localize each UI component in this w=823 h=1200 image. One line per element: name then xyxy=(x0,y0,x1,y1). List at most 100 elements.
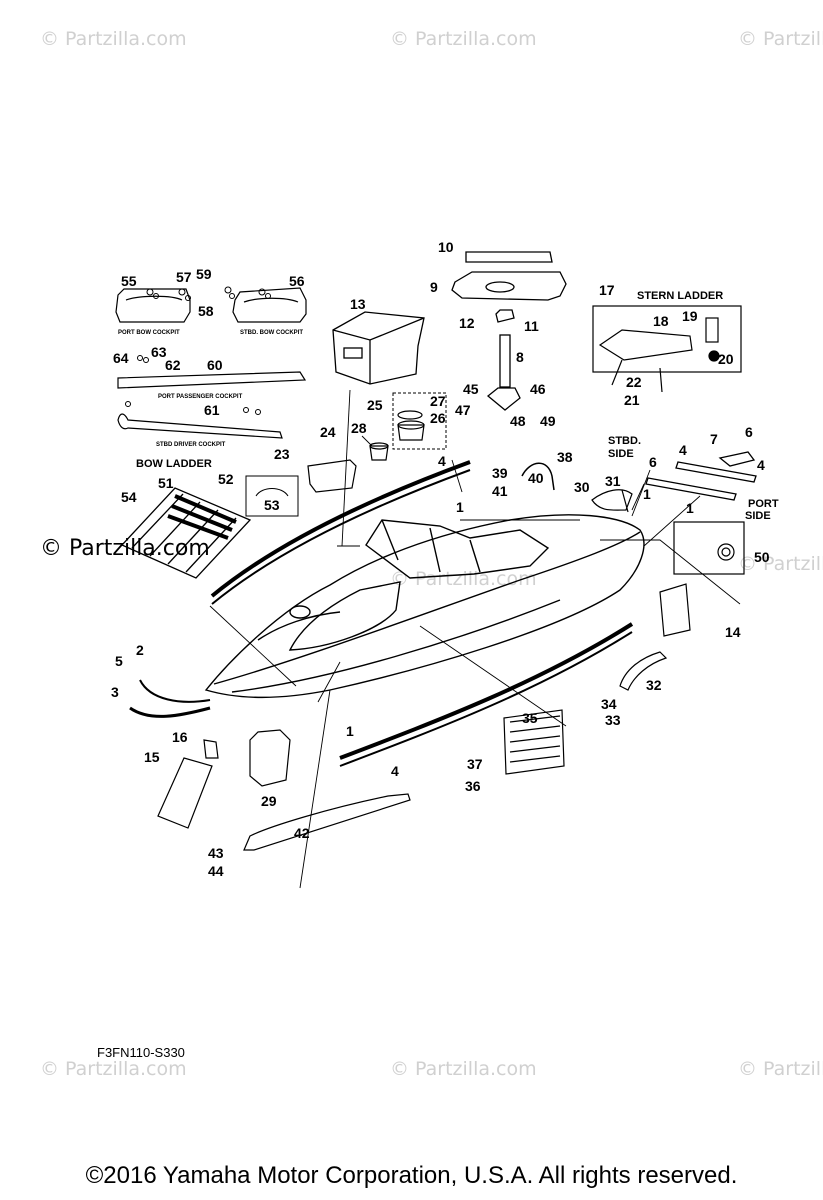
callout-56[interactable]: 56 xyxy=(289,273,305,289)
callout-7[interactable]: 7 xyxy=(710,431,718,447)
rub-rails[interactable] xyxy=(129,460,634,767)
callout-3[interactable]: 3 xyxy=(111,684,119,700)
callout-10[interactable]: 10 xyxy=(438,239,454,255)
callout-60[interactable]: 60 xyxy=(207,357,223,373)
callout-44[interactable]: 44 xyxy=(208,863,224,879)
callout-1[interactable]: 1 xyxy=(456,499,464,515)
callout-42[interactable]: 42 xyxy=(294,825,310,841)
callout-43[interactable]: 43 xyxy=(208,845,224,861)
boat-hull[interactable] xyxy=(204,514,645,699)
callout-5[interactable]: 5 xyxy=(115,653,123,669)
callout-40[interactable]: 40 xyxy=(528,470,544,486)
section-label: STBD. xyxy=(608,435,641,447)
callout-13[interactable]: 13 xyxy=(350,296,366,312)
callout-64[interactable]: 64 xyxy=(113,350,129,366)
callout-37[interactable]: 37 xyxy=(467,756,483,772)
callout-24[interactable]: 24 xyxy=(320,424,336,440)
callout-48[interactable]: 48 xyxy=(510,413,526,429)
callout-51[interactable]: 51 xyxy=(158,475,174,491)
callout-18[interactable]: 18 xyxy=(653,313,669,329)
side-rails[interactable] xyxy=(645,451,757,501)
section-label: BOW LADDER xyxy=(136,458,212,470)
misc-parts xyxy=(157,489,745,851)
callout-6[interactable]: 6 xyxy=(649,454,657,470)
section-label: PORT xyxy=(748,498,779,510)
callout-52[interactable]: 52 xyxy=(218,471,234,487)
callout-53[interactable]: 53 xyxy=(264,497,280,513)
callout-4[interactable]: 4 xyxy=(679,442,687,458)
callout-22[interactable]: 22 xyxy=(626,374,642,390)
hardware-dots xyxy=(125,286,271,415)
callout-8[interactable]: 8 xyxy=(516,349,524,365)
callout-25[interactable]: 25 xyxy=(367,397,383,413)
cooler[interactable] xyxy=(332,311,425,385)
callout-33[interactable]: 33 xyxy=(605,712,621,728)
grab-handle[interactable] xyxy=(521,462,555,491)
callout-36[interactable]: 36 xyxy=(465,778,481,794)
callout-38[interactable]: 38 xyxy=(557,449,573,465)
callout-29[interactable]: 29 xyxy=(261,793,277,809)
bow-ladder[interactable] xyxy=(120,487,252,579)
callout-27[interactable]: 27 xyxy=(430,393,446,409)
leader-lines xyxy=(209,389,741,889)
callout-39[interactable]: 39 xyxy=(492,465,508,481)
callout-4[interactable]: 4 xyxy=(438,453,446,469)
callout-50[interactable]: 50 xyxy=(754,549,770,565)
callout-62[interactable]: 62 xyxy=(165,357,181,373)
callout-21[interactable]: 21 xyxy=(624,392,640,408)
callout-16[interactable]: 16 xyxy=(172,729,188,745)
callout-23[interactable]: 23 xyxy=(274,446,290,462)
callout-58[interactable]: 58 xyxy=(198,303,214,319)
watermark-text: © Partzilla.com xyxy=(390,568,537,590)
callout-1[interactable]: 1 xyxy=(686,500,694,516)
bow-ladder-hardware-box xyxy=(245,475,299,517)
callout-17[interactable]: 17 xyxy=(599,282,615,298)
callout-9[interactable]: 9 xyxy=(430,279,438,295)
callout-45[interactable]: 45 xyxy=(463,381,479,397)
callout-12[interactable]: 12 xyxy=(459,315,475,331)
watermark-text: © Partzilla.com xyxy=(390,28,537,50)
watermark-text: © Partzilla.com xyxy=(738,28,823,50)
callout-46[interactable]: 46 xyxy=(530,381,546,397)
callout-4[interactable]: 4 xyxy=(757,457,765,473)
callout-4[interactable]: 4 xyxy=(391,763,399,779)
watermark-text: © Partzilla.com xyxy=(390,1058,537,1080)
callout-63[interactable]: 63 xyxy=(151,344,167,360)
watermark-text: © Partzilla.com xyxy=(40,28,187,50)
callout-11[interactable]: 11 xyxy=(524,318,539,334)
stbd-bow-cockpit-panel[interactable]: STBD. BOW COCKPIT xyxy=(232,287,307,336)
panel-label: STBD DRIVER COCKPIT xyxy=(156,442,226,448)
callout-54[interactable]: 54 xyxy=(121,489,137,505)
callout-47[interactable]: 47 xyxy=(455,402,471,418)
callout-2[interactable]: 2 xyxy=(136,642,144,658)
callout-57[interactable]: 57 xyxy=(176,269,192,285)
section-label: STERN LADDER xyxy=(637,290,723,302)
cup-holder[interactable] xyxy=(307,410,425,493)
callout-30[interactable]: 30 xyxy=(574,479,590,495)
stern-ladder-box[interactable] xyxy=(592,305,742,393)
callout-15[interactable]: 15 xyxy=(144,749,160,765)
callout-26[interactable]: 26 xyxy=(430,410,446,426)
watermark-text: © Partzilla.com xyxy=(40,536,210,561)
callout-35[interactable]: 35 xyxy=(522,710,538,726)
callout-14[interactable]: 14 xyxy=(725,624,741,640)
callout-41[interactable]: 41 xyxy=(492,483,508,499)
callout-31[interactable]: 31 xyxy=(605,473,621,489)
panel-label: PORT BOW COCKPIT xyxy=(118,330,180,336)
callout-61[interactable]: 61 xyxy=(204,402,220,418)
port-passenger-cockpit-trim[interactable]: PORT PASSENGER COCKPIT xyxy=(117,371,307,400)
callout-49[interactable]: 49 xyxy=(540,413,556,429)
callout-19[interactable]: 19 xyxy=(682,308,698,324)
callout-1[interactable]: 1 xyxy=(346,723,354,739)
callout-28[interactable]: 28 xyxy=(351,420,367,436)
callout-32[interactable]: 32 xyxy=(646,677,662,693)
callout-20[interactable]: 20 xyxy=(718,351,734,367)
stbd-driver-cockpit-trim[interactable]: STBD DRIVER COCKPIT xyxy=(117,413,283,448)
table[interactable] xyxy=(451,251,567,411)
callout-59[interactable]: 59 xyxy=(196,266,212,282)
port-bow-cockpit-panel[interactable]: PORT BOW COCKPIT xyxy=(115,288,191,336)
callout-6[interactable]: 6 xyxy=(745,424,753,440)
callout-1[interactable]: 1 xyxy=(643,486,651,502)
callout-55[interactable]: 55 xyxy=(121,273,137,289)
callout-34[interactable]: 34 xyxy=(601,696,617,712)
